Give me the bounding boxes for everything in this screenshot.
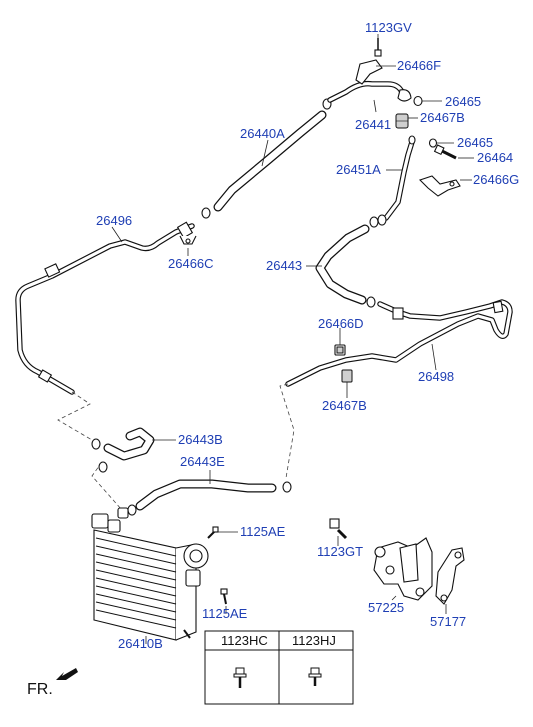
label-26451A: 26451A — [336, 162, 381, 177]
label-26467B-top: 26467B — [420, 110, 465, 125]
washer-26465-top — [413, 95, 423, 107]
label-26440A: 26440A — [240, 126, 285, 141]
bolt-1123GT — [329, 518, 348, 540]
clip-26466D — [334, 344, 346, 356]
grommet-26467B — [341, 369, 353, 383]
label-1125AE-lower: 1125AE — [202, 606, 248, 621]
hose-26443 — [315, 216, 379, 308]
label-26464: 26464 — [477, 150, 513, 165]
label-26467B-low: 26467B — [322, 398, 367, 413]
label-57177: 57177 — [430, 614, 466, 629]
label-26465-top: 26465 — [445, 94, 481, 109]
washer-26465-mid — [428, 138, 438, 148]
bracket-57225 — [373, 537, 433, 601]
bolt-1125AE-lower — [220, 588, 228, 605]
label-26443B: 26443B — [178, 432, 223, 447]
dashed-route-cooler — [91, 461, 123, 511]
table-header-1123HC: 1123HC — [221, 633, 268, 648]
hose-26443E — [127, 479, 292, 516]
hose-26443B — [91, 427, 155, 473]
label-26466F: 26466F — [397, 58, 441, 73]
bolt-1125AE-upper — [207, 526, 219, 539]
dashed-route-right — [279, 383, 295, 479]
bolt-1123HC-icon — [233, 667, 247, 688]
fastener-table: 1123HC 1123HJ — [204, 630, 354, 705]
label-26466C: 26466C — [168, 256, 214, 271]
label-57225: 57225 — [368, 600, 404, 615]
label-1123GV: 1123GV — [365, 20, 412, 35]
bolt-26464 — [433, 144, 457, 160]
direction-label: FR. — [27, 681, 53, 698]
label-26410B: 26410B — [118, 636, 163, 651]
clip-26466C — [179, 235, 197, 245]
label-26498: 26498 — [418, 369, 454, 384]
hose-26440A — [201, 98, 332, 219]
bracket-57177 — [435, 547, 465, 605]
bolt-1123HJ-icon — [308, 667, 322, 686]
dashed-route-left — [57, 391, 93, 441]
label-26496: 26496 — [96, 213, 132, 228]
pipe-26498 — [285, 299, 513, 387]
forward-arrow-icon — [56, 668, 78, 680]
label-26441: 26441 — [355, 117, 391, 132]
label-1125AE-upper: 1125AE — [240, 524, 286, 539]
label-26466D: 26466D — [318, 316, 364, 331]
label-1123GT: 1123GT — [317, 544, 363, 559]
label-26465-mid: 26465 — [457, 135, 493, 150]
pipe-26451A — [377, 135, 416, 226]
oil-cooler-26410B — [91, 507, 209, 641]
nut-26467B-top — [395, 113, 409, 129]
leader-lines — [111, 34, 474, 644]
label-26443: 26443 — [266, 258, 302, 273]
label-26466G: 26466G — [473, 172, 519, 187]
pipe-26441 — [327, 80, 412, 103]
pipe-26496 — [15, 221, 195, 395]
bracket-26466G — [418, 175, 461, 197]
table-header-1123HJ: 1123HJ — [292, 633, 336, 648]
bracket-26466F — [355, 38, 383, 85]
label-26443E: 26443E — [180, 454, 225, 469]
